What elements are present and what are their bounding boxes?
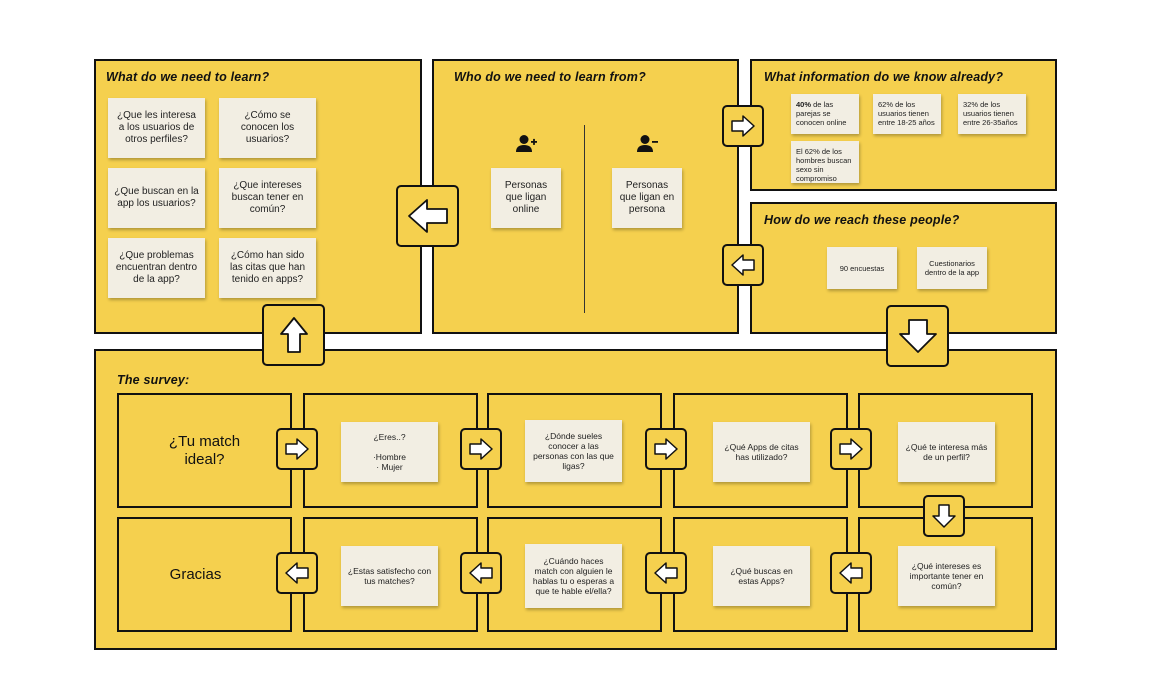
note-bold: 40%: [796, 100, 812, 109]
sticky-note[interactable]: 62% de los usuarios tienen entre 18-25 a…: [873, 94, 941, 134]
sticky-note[interactable]: ¿Dónde sueles conocer a las personas con…: [525, 420, 622, 482]
arrow-right-icon[interactable]: [645, 428, 687, 470]
sticky-note[interactable]: ¿Cuándo haces match con alguien le habla…: [525, 544, 622, 608]
note-text: de las parejas se conocen online: [796, 100, 847, 127]
sticky-note[interactable]: ¿Cómo se conocen los usuarios?: [219, 98, 316, 158]
sticky-note[interactable]: ¿Eres..? ·Hombre · Mujer: [341, 422, 438, 482]
arrow-left-icon[interactable]: [396, 185, 459, 247]
sticky-note[interactable]: 40% de las parejas se conocen online: [791, 94, 859, 134]
survey-cell: ¿Tu match ideal?: [117, 393, 292, 508]
sticky-note[interactable]: Personas que ligan online: [491, 168, 561, 228]
survey-cell: Gracias: [117, 517, 292, 632]
survey-cell: ¿Eres..? ·Hombre · Mujer: [303, 393, 478, 508]
sticky-note[interactable]: ¿Que buscan en la app los usuarios?: [108, 168, 205, 228]
survey-start-label: ¿Tu match ideal?: [168, 432, 241, 468]
arrow-left-icon[interactable]: [722, 244, 764, 286]
survey-cell: ¿Qué buscas en estas Apps?: [673, 517, 848, 632]
survey-cell: ¿Cuándo haces match con alguien le habla…: [487, 517, 662, 632]
survey-cell: ¿Qué te interesa más de un perfil?: [858, 393, 1033, 508]
sticky-note[interactable]: Personas que ligan en persona: [612, 168, 682, 228]
arrow-right-icon[interactable]: [722, 105, 764, 147]
panel-know: What information do we know already? 40%…: [750, 59, 1057, 191]
arrow-down-icon[interactable]: [886, 305, 949, 367]
arrow-left-icon[interactable]: [276, 552, 318, 594]
panel-who-title: Who do we need to learn from?: [454, 70, 646, 84]
panel-learn: What do we need to learn? ¿Que les inter…: [94, 59, 422, 334]
survey-cell: ¿Qué Apps de citas has utilizado?: [673, 393, 848, 508]
user-plus-icon: [516, 135, 537, 152]
arrow-down-icon[interactable]: [923, 495, 965, 537]
arrow-right-icon[interactable]: [276, 428, 318, 470]
user-minus-icon: [637, 135, 658, 152]
sticky-note[interactable]: ¿Qué intereses es importante tener en co…: [898, 546, 995, 606]
arrow-right-icon[interactable]: [830, 428, 872, 470]
sticky-note[interactable]: 32% de los usuarios tienen entre 26-35añ…: [958, 94, 1026, 134]
sticky-note[interactable]: ¿Cómo han sido las citas que han tenido …: [219, 238, 316, 298]
arrow-left-icon[interactable]: [645, 552, 687, 594]
note-text: 32% de los usuarios tienen entre 26-35añ…: [963, 100, 1018, 127]
sticky-note[interactable]: ¿Qué te interesa más de un perfil?: [898, 422, 995, 482]
divider: [584, 125, 585, 313]
sticky-note[interactable]: El 62% de los hombres buscan sexo sin co…: [791, 141, 859, 183]
sticky-note[interactable]: Cuestionarios dentro de la app: [917, 247, 987, 289]
sticky-note[interactable]: ¿Que intereses buscan tener en común?: [219, 168, 316, 228]
panel-learn-title: What do we need to learn?: [106, 70, 270, 84]
arrow-left-icon[interactable]: [460, 552, 502, 594]
panel-who: Who do we need to learn from? Personas q…: [432, 59, 739, 334]
survey-cell: ¿Dónde sueles conocer a las personas con…: [487, 393, 662, 508]
panel-survey-title: The survey:: [117, 373, 190, 387]
sticky-note[interactable]: ¿Que les interesa a los usuarios de otro…: [108, 98, 205, 158]
sticky-note[interactable]: ¿Qué Apps de citas has utilizado?: [713, 422, 810, 482]
survey-end-label: Gracias: [169, 565, 222, 583]
arrow-up-icon[interactable]: [262, 304, 325, 366]
sticky-note[interactable]: ¿Estas satisfecho con tus matches?: [341, 546, 438, 606]
arrow-left-icon[interactable]: [830, 552, 872, 594]
panel-know-title: What information do we know already?: [764, 70, 1004, 84]
panel-reach-title: How do we reach these people?: [764, 213, 960, 227]
sticky-note[interactable]: 90 encuestas: [827, 247, 897, 289]
survey-cell: ¿Qué intereses es importante tener en co…: [858, 517, 1033, 632]
arrow-right-icon[interactable]: [460, 428, 502, 470]
note-text: 62% de los usuarios tienen entre 18-25 a…: [878, 100, 935, 127]
survey-cell: ¿Estas satisfecho con tus matches?: [303, 517, 478, 632]
sticky-note[interactable]: ¿Que problemas encuentran dentro de la a…: [108, 238, 205, 298]
note-text: El 62% de los hombres buscan sexo sin co…: [796, 147, 852, 183]
sticky-note[interactable]: ¿Qué buscas en estas Apps?: [713, 546, 810, 606]
panel-survey: The survey: ¿Tu match ideal? ¿Eres..? ·H…: [94, 349, 1057, 650]
